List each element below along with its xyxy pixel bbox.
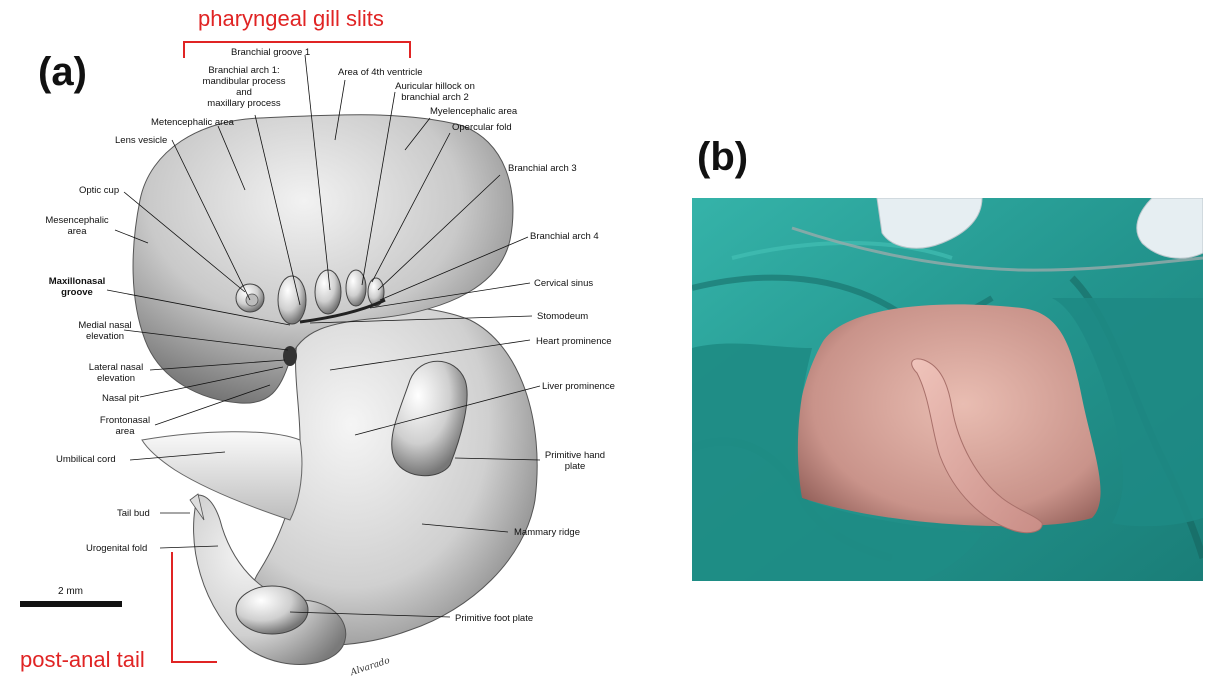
label-medial-nasal-elevation: Medial nasal elevation [78,320,132,342]
tail-appendage [911,358,1043,534]
label-branchial-arch-3: Branchial arch 3 [508,163,577,174]
gloved-hand-right [1136,198,1203,259]
post-anal-tail-label: post-anal tail [20,647,145,672]
gloved-hand-left [876,198,983,249]
label-stomodeum: Stomodeum [537,311,589,322]
label-mesencephalic-area: Mesencephalic area [45,215,109,237]
panel-a-letter: (a) [38,50,87,94]
scale-bar [20,601,122,607]
pharyngeal-bracket [183,41,411,58]
stomodeum-shape [299,298,386,324]
foot-plate-shape [235,585,309,635]
clinical-photo [692,198,1203,581]
label-frontonasal-area: Frontonasal area [99,415,151,437]
leader-lines [106,54,541,618]
label-tail-bud: Tail bud [117,508,150,519]
label-branchial-arch-4: Branchial arch 4 [530,231,599,242]
label-urogenital-fold: Urogenital fold [86,543,148,554]
label-primitive-hand-plate: Primitive hand plate [544,450,606,472]
label-cervical-sinus: Cervical sinus [534,278,594,289]
label-lens-vesicle: Lens vesicle [115,135,168,146]
label-liver-prominence: Liver prominence [542,381,615,392]
label-metencephalic-area: Metencephalic area [151,117,234,128]
tail-bud-shape [189,493,205,521]
embryo-tail [193,494,347,665]
label-optic-cup: Optic cup [79,185,120,196]
umbilical-cord [141,431,303,521]
label-area-4th-ventricle: Area of 4th ventricle [338,67,423,78]
embryo-illustration [20,41,541,665]
tail-bracket [171,552,217,663]
scale-label: 2 mm [58,586,83,597]
label-branchial-arch-1: Branchial arch 1: mandibular process and… [202,65,286,109]
label-opercular-fold: Opercular fold [452,122,512,133]
pharyngeal-gill-slits-label: pharyngeal gill slits [198,6,384,31]
branchial-arches [277,269,385,325]
label-auricular-hillock: Auricular hillock on branchial arch 2 [395,81,475,103]
label-branchial-groove-1: Branchial groove 1 [231,47,311,58]
label-maxillonasal-groove: Maxillonasal groove [48,276,106,298]
panel-b-letter: (b) [697,135,749,179]
label-mammary-ridge: Mammary ridge [514,527,580,538]
label-umbilical-cord: Umbilical cord [56,454,116,465]
embryo-head [132,114,514,404]
label-heart-prominence: Heart prominence [536,336,612,347]
hand-plate-shape [391,360,468,477]
nasal-pit-shape [283,346,297,366]
label-nasal-pit: Nasal pit [102,393,139,404]
label-myelencephalic-area: Myelencephalic area [430,106,518,117]
label-primitive-foot-plate: Primitive foot plate [455,613,534,624]
label-lateral-nasal-elevation: Lateral nasal elevation [88,362,144,384]
